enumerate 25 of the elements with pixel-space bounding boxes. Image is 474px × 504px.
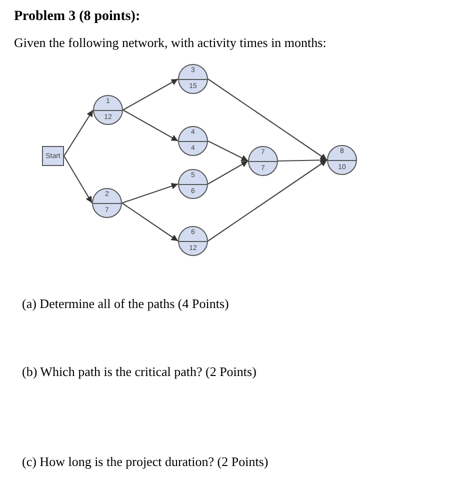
- activity-node: [178, 64, 208, 94]
- arrow: [208, 160, 328, 242]
- arrow: [122, 78, 178, 110]
- arrow: [208, 78, 328, 160]
- activity-node: [92, 188, 122, 218]
- arrow: [64, 110, 94, 156]
- start-box: [42, 146, 64, 166]
- activity-node: [248, 146, 278, 176]
- activity-node: [178, 126, 208, 156]
- question-text: (c) How long is the project duration? (2 Points): [22, 453, 268, 471]
- arrow: [122, 202, 178, 242]
- activity-node: [327, 145, 357, 175]
- question-text: (a) Determine all of the paths (4 Points): [22, 295, 229, 313]
- intro-text: Given the following network, with activity times in months:: [14, 34, 326, 52]
- activity-node: [178, 226, 208, 256]
- problem-title: Problem 3 (8 points):: [14, 8, 140, 26]
- arrow: [64, 156, 92, 204]
- arrow: [278, 156, 328, 164]
- arrow: [208, 160, 248, 184]
- activity-node: [93, 95, 123, 125]
- question-text: (b) Which path is the critical path? (2 Points): [22, 363, 256, 381]
- arrow: [208, 140, 248, 162]
- arrow: [122, 110, 178, 142]
- arrow: [122, 183, 178, 204]
- activity-node: [178, 169, 208, 199]
